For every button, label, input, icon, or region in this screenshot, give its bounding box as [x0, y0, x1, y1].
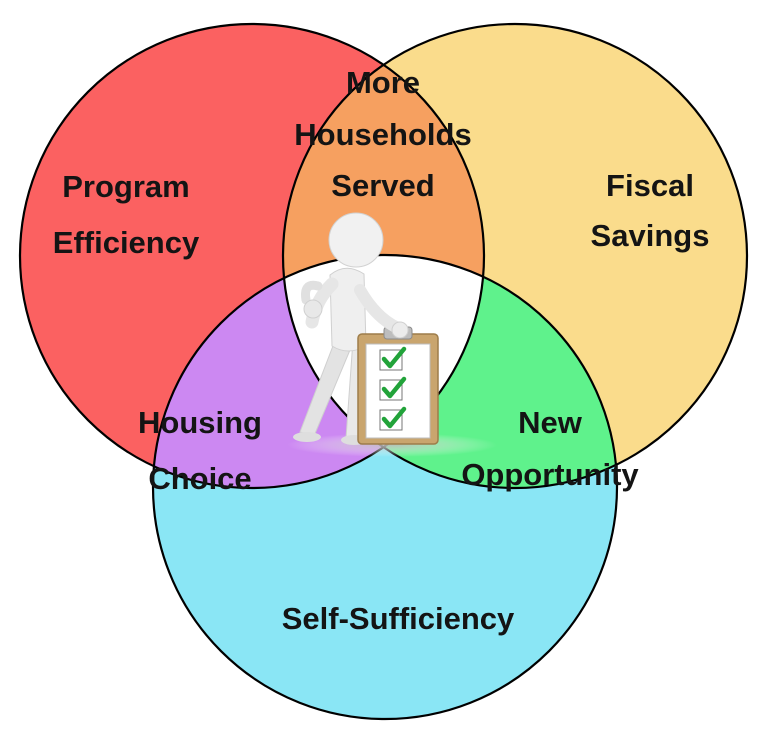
more-households-served-line2: Households — [294, 117, 471, 152]
program-efficiency-label: Program Efficiency — [53, 169, 200, 260]
housing-choice-line1: Housing — [138, 405, 262, 440]
fiscal-savings-line2: Savings — [591, 218, 710, 253]
housing-choice-line2: Choice — [148, 461, 251, 496]
more-households-served-line1: More — [346, 65, 420, 100]
new-opportunity-line1: New — [518, 405, 583, 440]
more-households-served-line3: Served — [331, 168, 434, 203]
self-sufficiency-outline — [151, 253, 619, 721]
program-efficiency-outline — [18, 22, 486, 490]
fiscal-savings-label: Fiscal Savings — [591, 168, 710, 253]
program-efficiency-line1: Program — [62, 169, 189, 204]
new-opportunity-line2: Opportunity — [461, 457, 639, 492]
self-sufficiency-label: Self-Sufficiency — [282, 601, 515, 636]
fiscal-savings-line1: Fiscal — [606, 168, 694, 203]
new-opportunity-label: New Opportunity — [461, 405, 639, 492]
figure-with-checklist-icon — [287, 212, 497, 457]
fiscal-savings-outline — [281, 22, 749, 490]
self-sufficiency-line1: Self-Sufficiency — [282, 601, 515, 636]
more-households-served-label: More Households Served — [294, 65, 471, 203]
program-efficiency-line2: Efficiency — [53, 225, 200, 260]
housing-choice-label: Housing Choice — [138, 405, 262, 496]
